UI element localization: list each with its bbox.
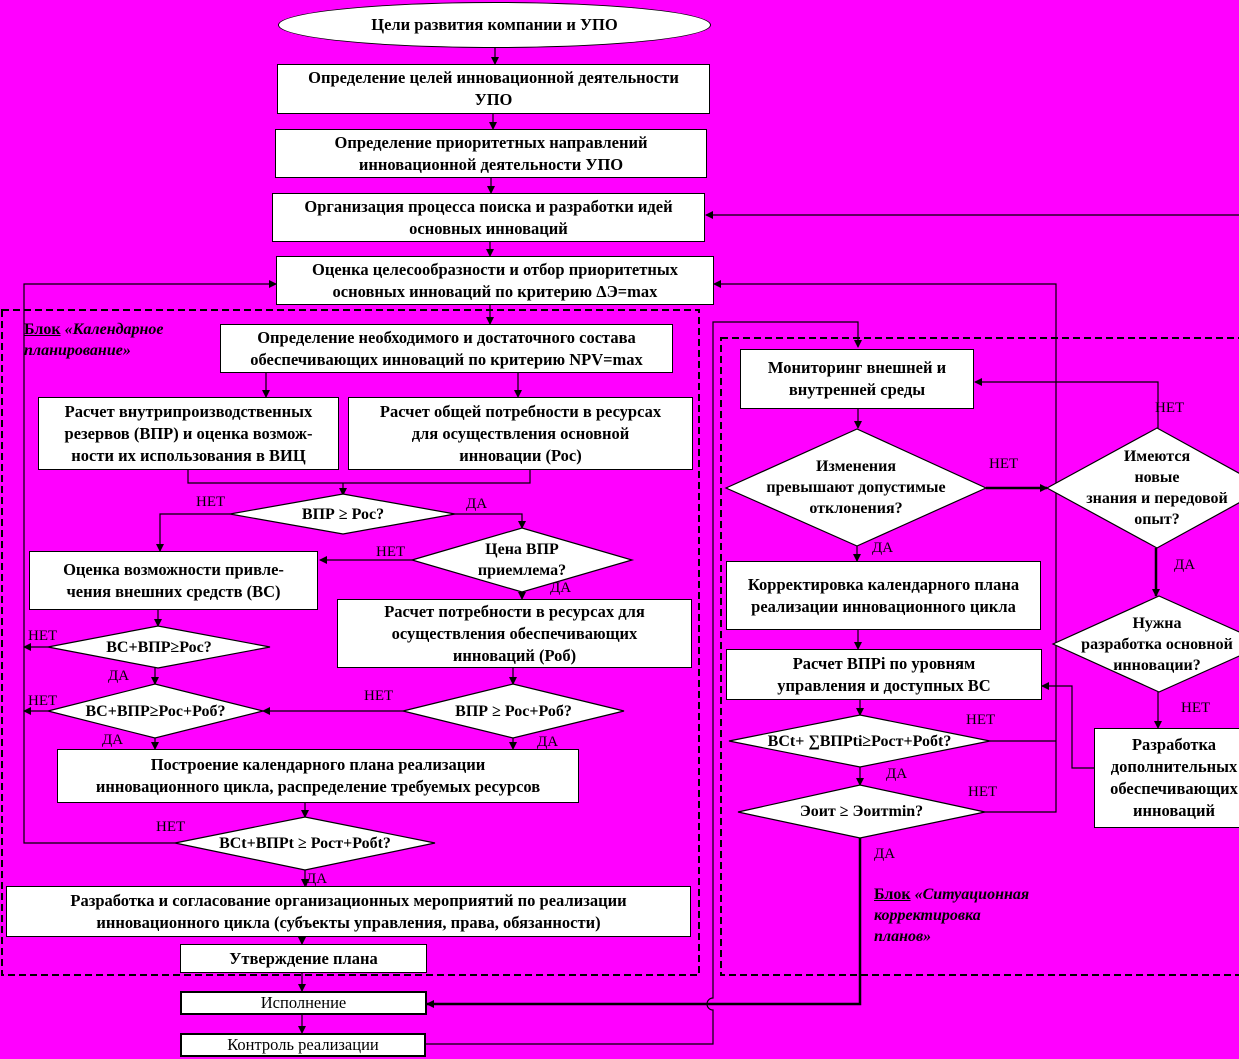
decision-d3-shape [47, 625, 271, 669]
no-label-d7: НЕТ [989, 456, 1019, 472]
yes-label-d11: ДА [874, 846, 896, 862]
situational-block-name: «Ситуационная корректировка планов» [874, 886, 1030, 945]
yes-label-d3: ДА [108, 668, 130, 684]
calendar-plan-box: Построение календарного плана реализации… [57, 749, 579, 803]
additional-box: Разработка дополнительных обеспечивающих… [1094, 728, 1239, 828]
no-label-d9: НЕТ [1181, 700, 1211, 716]
idea-search-box: Организация процесса поиска и разработки… [272, 193, 705, 242]
yes-label-d10: ДА [886, 766, 908, 782]
no-label-d4: НЕТ [28, 693, 58, 709]
decision-d8-shape [1045, 427, 1239, 549]
decision-d4-shape [47, 683, 264, 739]
decision-d10-text: ВСt+ ∑ВПРti≥Рост+Робt? [767, 732, 952, 750]
org-measures-box: Разработка и согласование организационны… [6, 886, 691, 937]
decision-d8-text: Имеются новые знания и передовой опыт? [1086, 448, 1228, 528]
total-need-box: Расчет общей потребности в ресурсах для … [348, 397, 693, 470]
decision-d1-text: ВПР ≥ Рос? [301, 505, 385, 523]
decision-d3-text: ВС+ВПР≥Рос? [106, 638, 212, 656]
yes-label-d1: ДА [466, 496, 488, 512]
decision-d9-shape [1051, 595, 1239, 693]
yes-label-d2: ДА [550, 580, 572, 596]
calendar-block-prefix: Блок [24, 321, 61, 338]
execution-box: Исполнение [180, 991, 427, 1015]
decision-d2-shape [409, 527, 635, 593]
decision-d1-shape [229, 493, 456, 535]
priority-dirs-box: Определение приоритетных направлений инн… [275, 129, 707, 178]
decision-d5-text: ВПР ≥ Рос+Роб? [455, 702, 572, 720]
no-label-d8: НЕТ [1155, 400, 1185, 416]
decision-d7-text: Изменения превышают допустимые отклонени… [766, 458, 946, 517]
decision-d7-shape [724, 428, 988, 547]
decision-d4-text: ВС+ВПР≥Рос+Роб? [85, 702, 226, 720]
decision-d6-shape [174, 816, 436, 871]
calendar-block-title: Блок «Календарное планирование» [24, 319, 204, 361]
decision-d9-text: Нужна разработка основной инновации? [1081, 614, 1233, 674]
innov-goals-box: Определение целей инновационной деятельн… [277, 64, 710, 114]
decision-d6-text: ВСt+ВПРt ≥ Рост+Робt? [219, 835, 391, 852]
yes-label-d6: ДА [306, 871, 328, 887]
situational-block-prefix: Блок [874, 886, 911, 903]
correction-box: Корректировка календарного плана реализа… [726, 561, 1041, 630]
supporting-set-box: Определение необходимого и достаточного … [220, 324, 673, 373]
yes-label-d5: ДА [537, 734, 559, 750]
no-label-d2: НЕТ [376, 544, 406, 560]
no-label-d3: НЕТ [28, 628, 58, 644]
yes-label-d4: ДА [102, 732, 124, 748]
decision-d2-text: Цена ВПР приемлема? [477, 541, 567, 579]
decision-d11-shape [737, 784, 986, 839]
monitoring-box: Мониторинг внешней и внутренней среды [740, 349, 974, 409]
decision-d5-shape [402, 683, 625, 739]
approval-box: Утверждение плана [180, 944, 427, 973]
goals-ellipse: Цели развития компании и УПО [278, 2, 711, 48]
yes-label-d7: ДА [872, 540, 894, 556]
supporting-need-box: Расчет потребности в ресурсах для осущес… [337, 599, 692, 668]
evaluation-box: Оценка целесообразности и отбор приорите… [276, 256, 714, 305]
no-label-d6: НЕТ [156, 819, 186, 835]
yes-label-d8: ДА [1174, 557, 1196, 573]
no-label-d10: НЕТ [966, 712, 996, 728]
vpr-calc-box: Расчет ВПРi по уровням управления и дост… [726, 649, 1042, 700]
situational-block-title: Блок «Ситуационная корректировка планов» [874, 884, 1074, 947]
calendar-block-border [1, 309, 700, 976]
decision-d11-text: Эоит ≥ Эоитmin? [799, 803, 924, 820]
calendar-block-name: «Календарное планирование» [24, 321, 164, 359]
no-label-d11: НЕТ [968, 784, 998, 800]
no-label-d5: НЕТ [364, 688, 394, 704]
no-label-d1: НЕТ [196, 494, 226, 510]
situational-block-border [720, 337, 1239, 976]
decision-d10-shape [728, 714, 991, 768]
reserves-box: Расчет внутрипроизводственных резервов (… [38, 397, 339, 470]
external-funds-box: Оценка возможности привле- чения внешних… [29, 551, 318, 610]
control-box: Контроль реализации [180, 1033, 426, 1057]
